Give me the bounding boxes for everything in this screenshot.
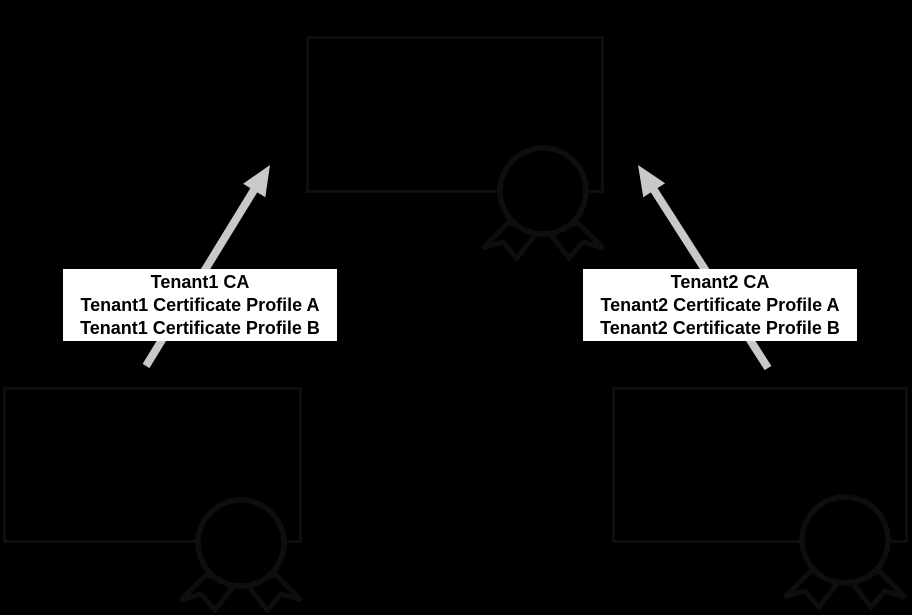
certificate-seal-icon <box>179 497 303 614</box>
tenant2-label: Tenant2 CA Tenant2 Certificate Profile A… <box>583 269 857 341</box>
tenant1-ca-line: Tenant1 CA <box>150 271 250 292</box>
tenant2-ca-line: Tenant2 CA <box>670 271 770 292</box>
tenant1-profile-a-line: Tenant1 Certificate Profile A <box>80 294 320 315</box>
certificate-seal-icon <box>783 494 907 611</box>
certificate-seal-icon <box>481 145 605 262</box>
tenant1-ca-certificate-box <box>3 387 302 543</box>
tenant2-ca-certificate-box <box>612 387 908 543</box>
tenant2-profile-b-line: Tenant2 Certificate Profile B <box>600 317 840 338</box>
tenant2-profile-a-line: Tenant2 Certificate Profile A <box>600 294 840 315</box>
root-ca-certificate-box <box>306 36 604 193</box>
tenant1-profile-b-line: Tenant1 Certificate Profile B <box>80 317 320 338</box>
tenant1-label: Tenant1 CA Tenant1 Certificate Profile A… <box>63 269 337 341</box>
